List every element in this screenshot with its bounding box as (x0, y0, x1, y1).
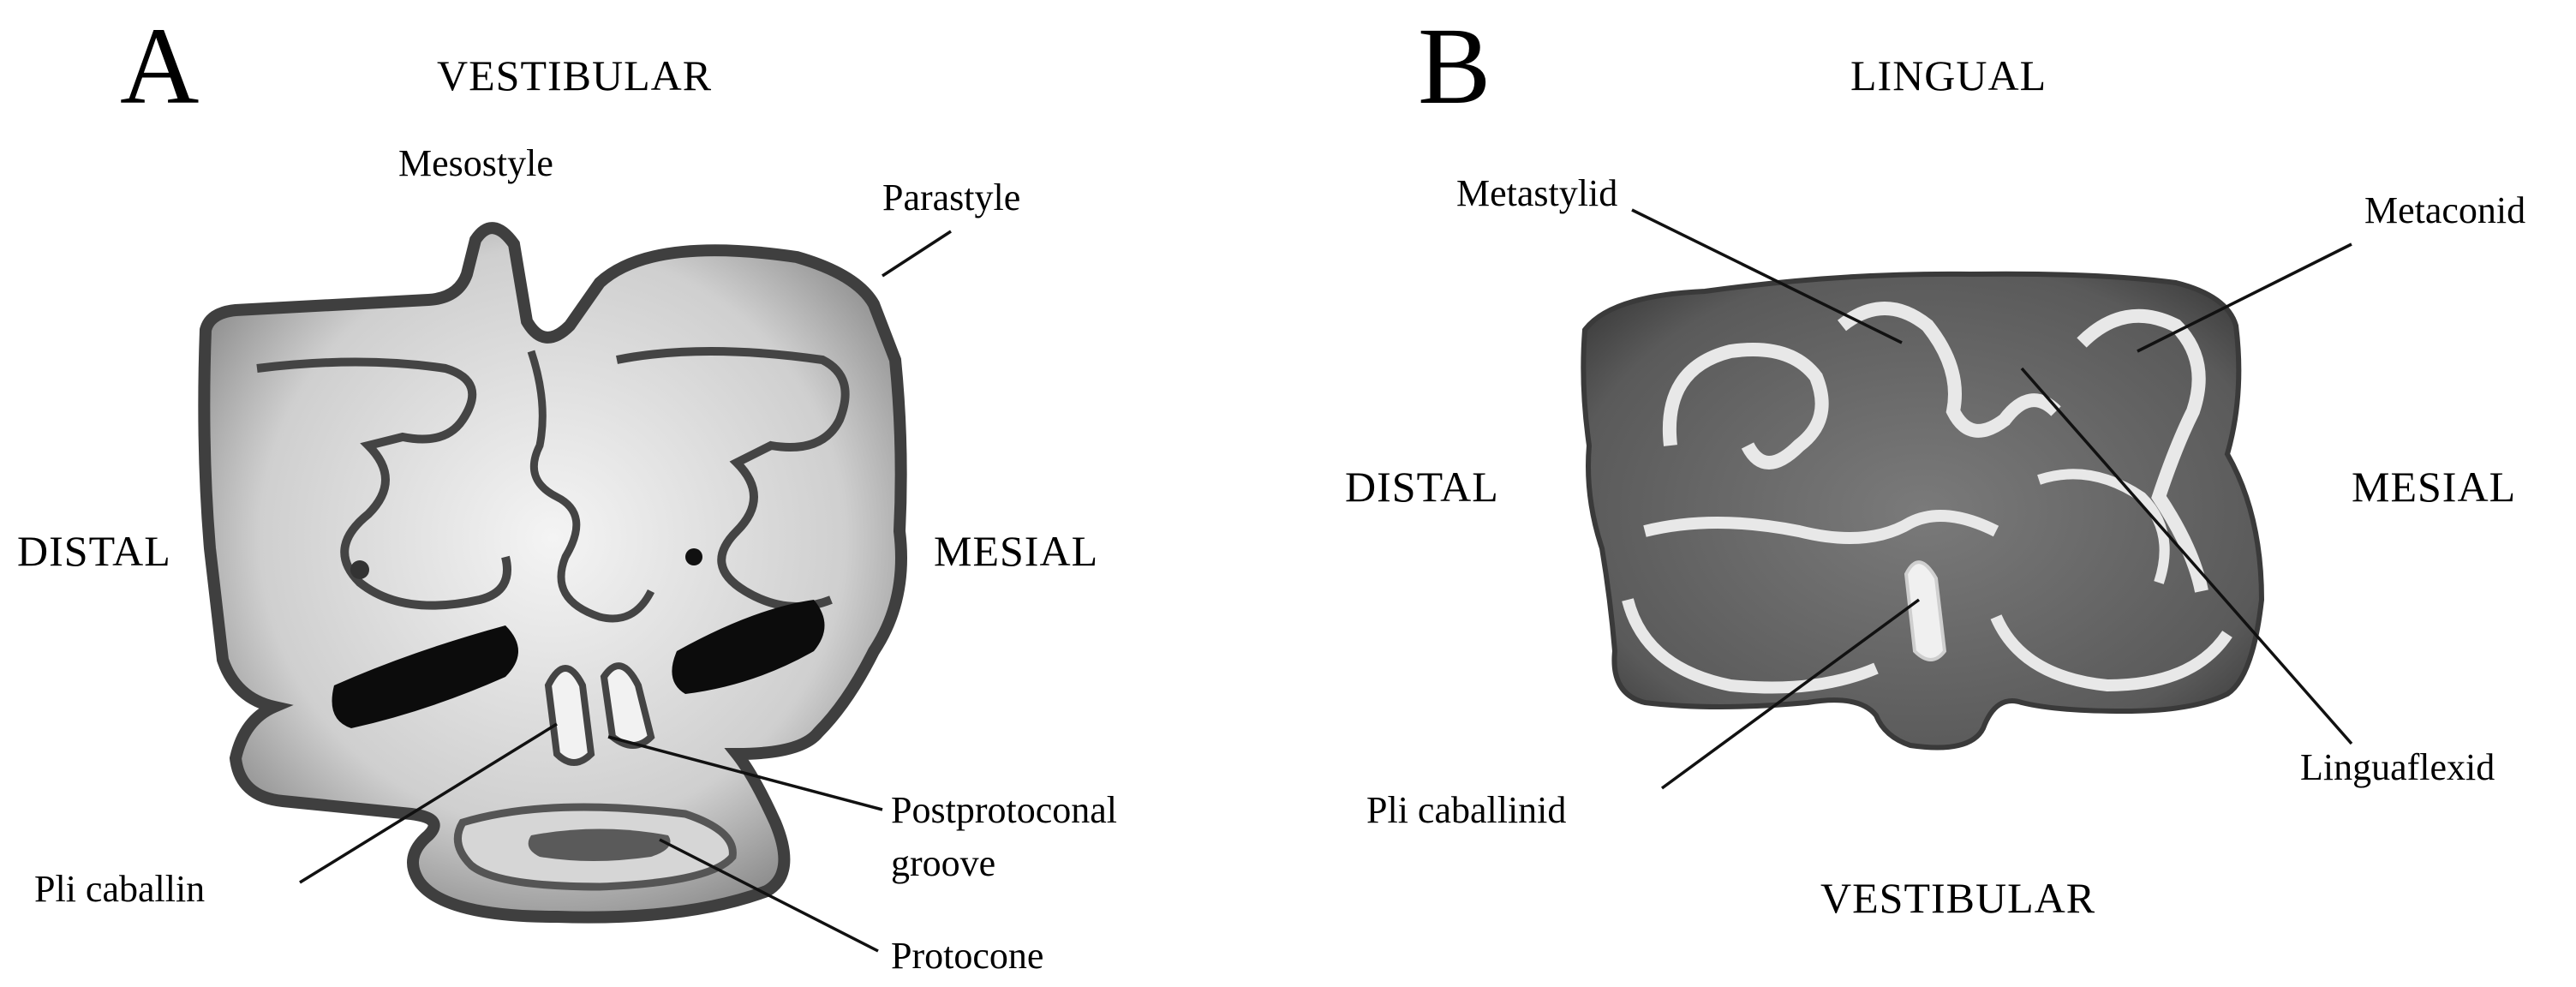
postprotoconal-label-line1: Postprotoconal (891, 789, 1117, 831)
dark-cavity-distal (332, 625, 518, 728)
fossette-distal (256, 357, 511, 610)
postprotoconal-fold (600, 662, 655, 749)
protocone-label: Protocone (891, 935, 1043, 977)
metaconid-label: Metaconid (2364, 189, 2525, 231)
linguaflexid-leader (2020, 367, 2353, 745)
pli-caballin-leader (299, 722, 558, 884)
enamel-pli-caballinid (1904, 560, 1947, 661)
postprotoconal-leader (607, 735, 883, 811)
panel-b-mesial-label: MESIAL (2352, 463, 2516, 511)
panel-b-letter: B (1418, 5, 1491, 127)
fossette-mesial (616, 347, 850, 611)
parastyle-leader (882, 230, 952, 278)
dark-cavity-mesial (672, 600, 825, 694)
upper-molar-drawing (198, 222, 907, 924)
postprotoconal-label-line2: groove (891, 842, 995, 884)
enamel-lower-mesial-lobe (1990, 614, 2232, 692)
enamel-loop-metastylid (1838, 302, 2061, 438)
panel-a-letter: A (120, 5, 199, 127)
lower-molar-outline (1581, 271, 2265, 751)
panel-b-vestibular-label: VESTIBULAR (1820, 874, 2095, 922)
protocone-dentine (528, 828, 671, 861)
panel-b-distal-label: DISTAL (1345, 463, 1499, 511)
lake-distal (350, 560, 369, 579)
lower-molar-drawing (1581, 271, 2265, 751)
panel-a-vestibular-label: VESTIBULAR (437, 51, 712, 99)
enamel-mesial-arc (2037, 469, 2170, 584)
upper-molar-outline (198, 222, 907, 924)
panel-a: A VESTIBULAR DISTAL MESIAL Mesostyle Par… (17, 5, 1117, 977)
linguaflexid-label: Linguaflexid (2300, 746, 2495, 788)
enamel-loop-distal (1662, 343, 1829, 470)
pli-caballin-fold (544, 665, 595, 766)
pli-caballinid-label: Pli caballinid (1366, 789, 1566, 831)
mesostyle-label: Mesostyle (398, 142, 553, 184)
metastylid-leader (1631, 208, 1903, 344)
metastylid-label: Metastylid (1456, 172, 1617, 214)
enamel-valley-distal (1643, 510, 1999, 544)
central-valley (527, 350, 655, 623)
metaconid-leader (2137, 242, 2352, 353)
pli-caballin-label: Pli caballin (34, 868, 205, 910)
enamel-loop-metaconid (2077, 308, 2208, 593)
enamel-lower-distal-lobe (1622, 598, 1879, 694)
panel-b: B LINGUAL DISTAL MESIAL VESTIBULAR Metas… (1345, 5, 2525, 922)
panel-a-distal-label: DISTAL (17, 527, 171, 575)
panel-a-mesial-label: MESIAL (934, 527, 1098, 575)
parastyle-label: Parastyle (882, 176, 1020, 218)
lake-mesial (685, 548, 702, 565)
pli-caballinid-leader (1660, 598, 1921, 790)
panel-b-lingual-label: LINGUAL (1850, 51, 2047, 99)
protocone-leader (659, 838, 879, 953)
